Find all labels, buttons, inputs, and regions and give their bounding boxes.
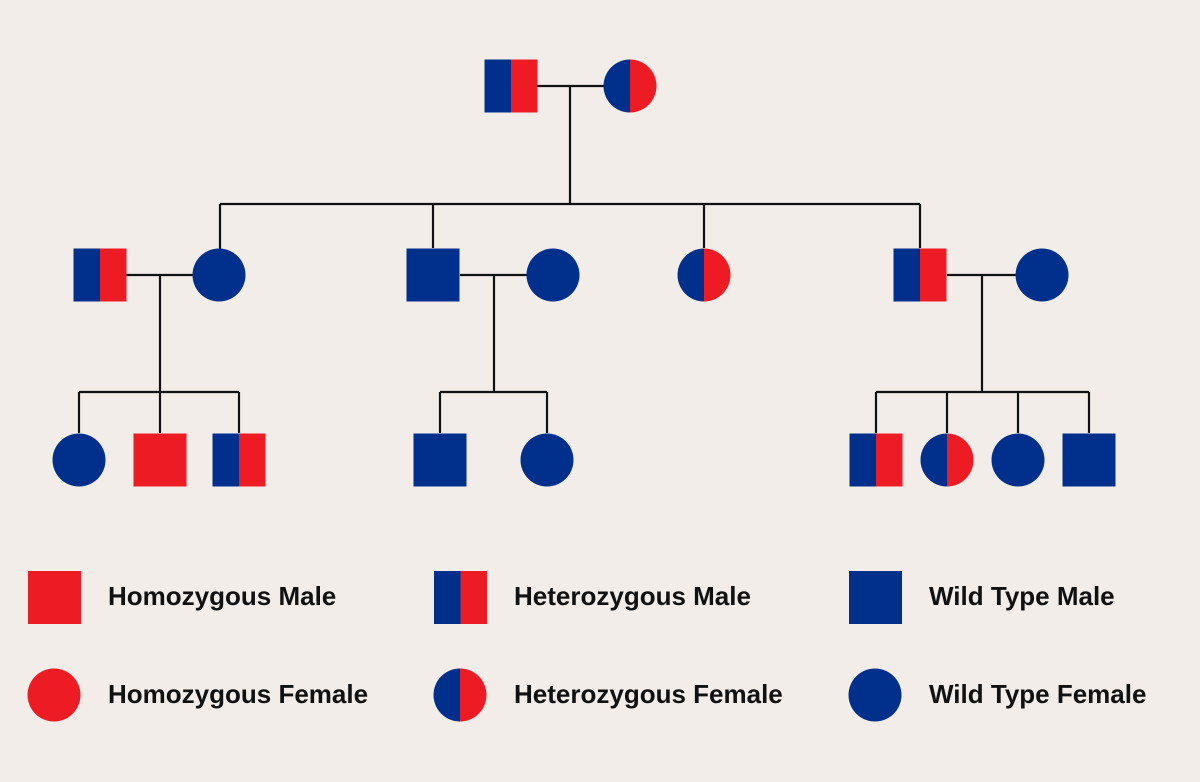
g3-c4-male-wild-type-symbol xyxy=(1062,433,1116,487)
legend-heterozygous-female-label: Heterozygous Female xyxy=(514,679,783,709)
g1-mother-female-heterozygous-symbol xyxy=(603,59,657,113)
g2-daughter-female-heterozygous-symbol xyxy=(677,248,731,302)
g3-c1-male-heterozygous-symbol xyxy=(849,433,903,487)
legend-homozygous-female-symbol xyxy=(27,668,81,722)
g3-a1-female-wild-type-symbol xyxy=(52,433,106,487)
legend-wild-type-female-symbol xyxy=(848,668,902,722)
g2-son-3-male-heterozygous-symbol xyxy=(893,248,947,302)
g1-father-male-heterozygous-symbol xyxy=(484,59,538,113)
legend-wild-type-male-symbol xyxy=(849,571,902,624)
g3-a3-male-heterozygous-symbol xyxy=(212,433,266,487)
pedigree-lines xyxy=(77,84,1091,433)
couple-line-g2-1 xyxy=(126,273,193,392)
sibship-line-g3-3 xyxy=(874,390,1091,433)
legend: Homozygous Male Heterozygous Male Wild T… xyxy=(27,571,1146,722)
legend-heterozygous-female-symbol xyxy=(433,668,487,722)
sibship-line-g3-1 xyxy=(77,390,241,433)
legend-heterozygous-male-symbol xyxy=(434,571,487,624)
legend-homozygous-female-label: Homozygous Female xyxy=(108,679,368,709)
legend-wild-type-female-label: Wild Type Female xyxy=(929,679,1146,709)
g2-son-2-male-wild-type-symbol xyxy=(406,248,460,302)
legend-heterozygous-male-label: Heterozygous Male xyxy=(514,581,751,611)
g3-a2-male-homozygous-symbol xyxy=(133,433,187,487)
g2-son-1-male-heterozygous-symbol xyxy=(73,248,127,302)
g2-spouse-2-female-wild-type-symbol xyxy=(526,248,580,302)
couple-line-g2-2 xyxy=(460,273,527,392)
g3-c2-female-heterozygous-symbol xyxy=(920,433,974,487)
g3-b2-female-wild-type-symbol xyxy=(520,433,574,487)
legend-homozygous-male-label: Homozygous Male xyxy=(108,581,336,611)
legend-wild-type-male-label: Wild Type Male xyxy=(929,581,1115,611)
couple-line-g2-3 xyxy=(947,273,1016,392)
g3-c3-female-wild-type-symbol xyxy=(991,433,1045,487)
pedigree-individuals xyxy=(52,59,1116,487)
sibship-line-g3-2 xyxy=(438,390,549,433)
g2-spouse-1-female-wild-type-symbol xyxy=(192,248,246,302)
g3-b1-male-wild-type-symbol xyxy=(413,433,467,487)
couple-line-g1 xyxy=(537,84,604,204)
g2-spouse-3-female-wild-type-symbol xyxy=(1015,248,1069,302)
legend-homozygous-male-symbol xyxy=(28,571,81,624)
sibship-line-g2 xyxy=(218,202,922,275)
